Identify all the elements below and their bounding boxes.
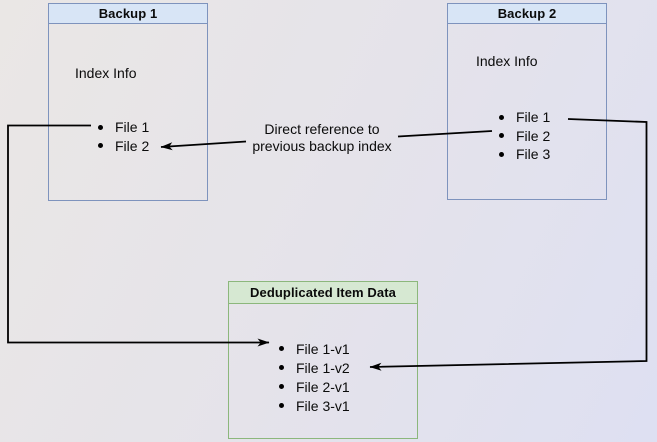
dedup-file-list: File 1-v1 File 1-v2 File 2-v1 File 3-v1 <box>279 339 350 415</box>
bullet-icon <box>279 346 284 351</box>
annotation-line-2: previous backup index <box>252 138 392 154</box>
file-label: File 1 <box>115 119 150 136</box>
list-item: File 1 <box>499 108 550 127</box>
bullet-icon <box>279 384 284 389</box>
list-item: File 1-v2 <box>279 358 350 377</box>
backup-1-file-list: File 1 File 2 <box>98 118 149 155</box>
list-item: File 2-v1 <box>279 377 350 396</box>
file-version-label: File 2-v1 <box>296 378 350 395</box>
file-label: File 3 <box>516 146 551 163</box>
backup-2-box: Backup 2 Index Info File 1 File 2 File 3 <box>447 3 607 200</box>
bullet-icon <box>98 143 103 149</box>
direct-reference-annotation: Direct reference to previous backup inde… <box>234 121 410 155</box>
backup-1-title: Backup 1 <box>49 4 207 24</box>
file-version-label: File 1-v1 <box>296 340 350 357</box>
deduplicated-item-data-box: Deduplicated Item Data File 1-v1 File 1-… <box>228 281 418 439</box>
dedup-title: Deduplicated Item Data <box>229 282 417 304</box>
bullet-icon <box>279 403 284 408</box>
file-label: File 2 <box>516 127 551 144</box>
backup-1-index-info-label: Index Info <box>75 65 137 81</box>
backup-1-box: Backup 1 Index Info File 1 File 2 <box>48 3 208 201</box>
list-item: File 1-v1 <box>279 339 350 358</box>
file-label: File 2 <box>115 137 150 154</box>
bullet-icon <box>279 365 284 370</box>
bullet-icon <box>499 151 504 157</box>
list-item: File 3-v1 <box>279 396 350 415</box>
bullet-icon <box>499 114 504 120</box>
backup-2-index-info-label: Index Info <box>476 53 538 69</box>
bullet-icon <box>98 124 103 130</box>
bullet-icon <box>499 133 504 139</box>
file-version-label: File 3-v1 <box>296 397 350 414</box>
list-item: File 2 <box>98 137 149 156</box>
file-version-label: File 1-v2 <box>296 359 350 376</box>
list-item: File 1 <box>98 118 149 137</box>
backup-2-title: Backup 2 <box>448 4 606 24</box>
list-item: File 3 <box>499 145 550 164</box>
file-label: File 1 <box>516 109 551 126</box>
backup-2-file-list: File 1 File 2 File 3 <box>499 108 550 164</box>
list-item: File 2 <box>499 127 550 146</box>
annotation-line-1: Direct reference to <box>264 121 380 137</box>
